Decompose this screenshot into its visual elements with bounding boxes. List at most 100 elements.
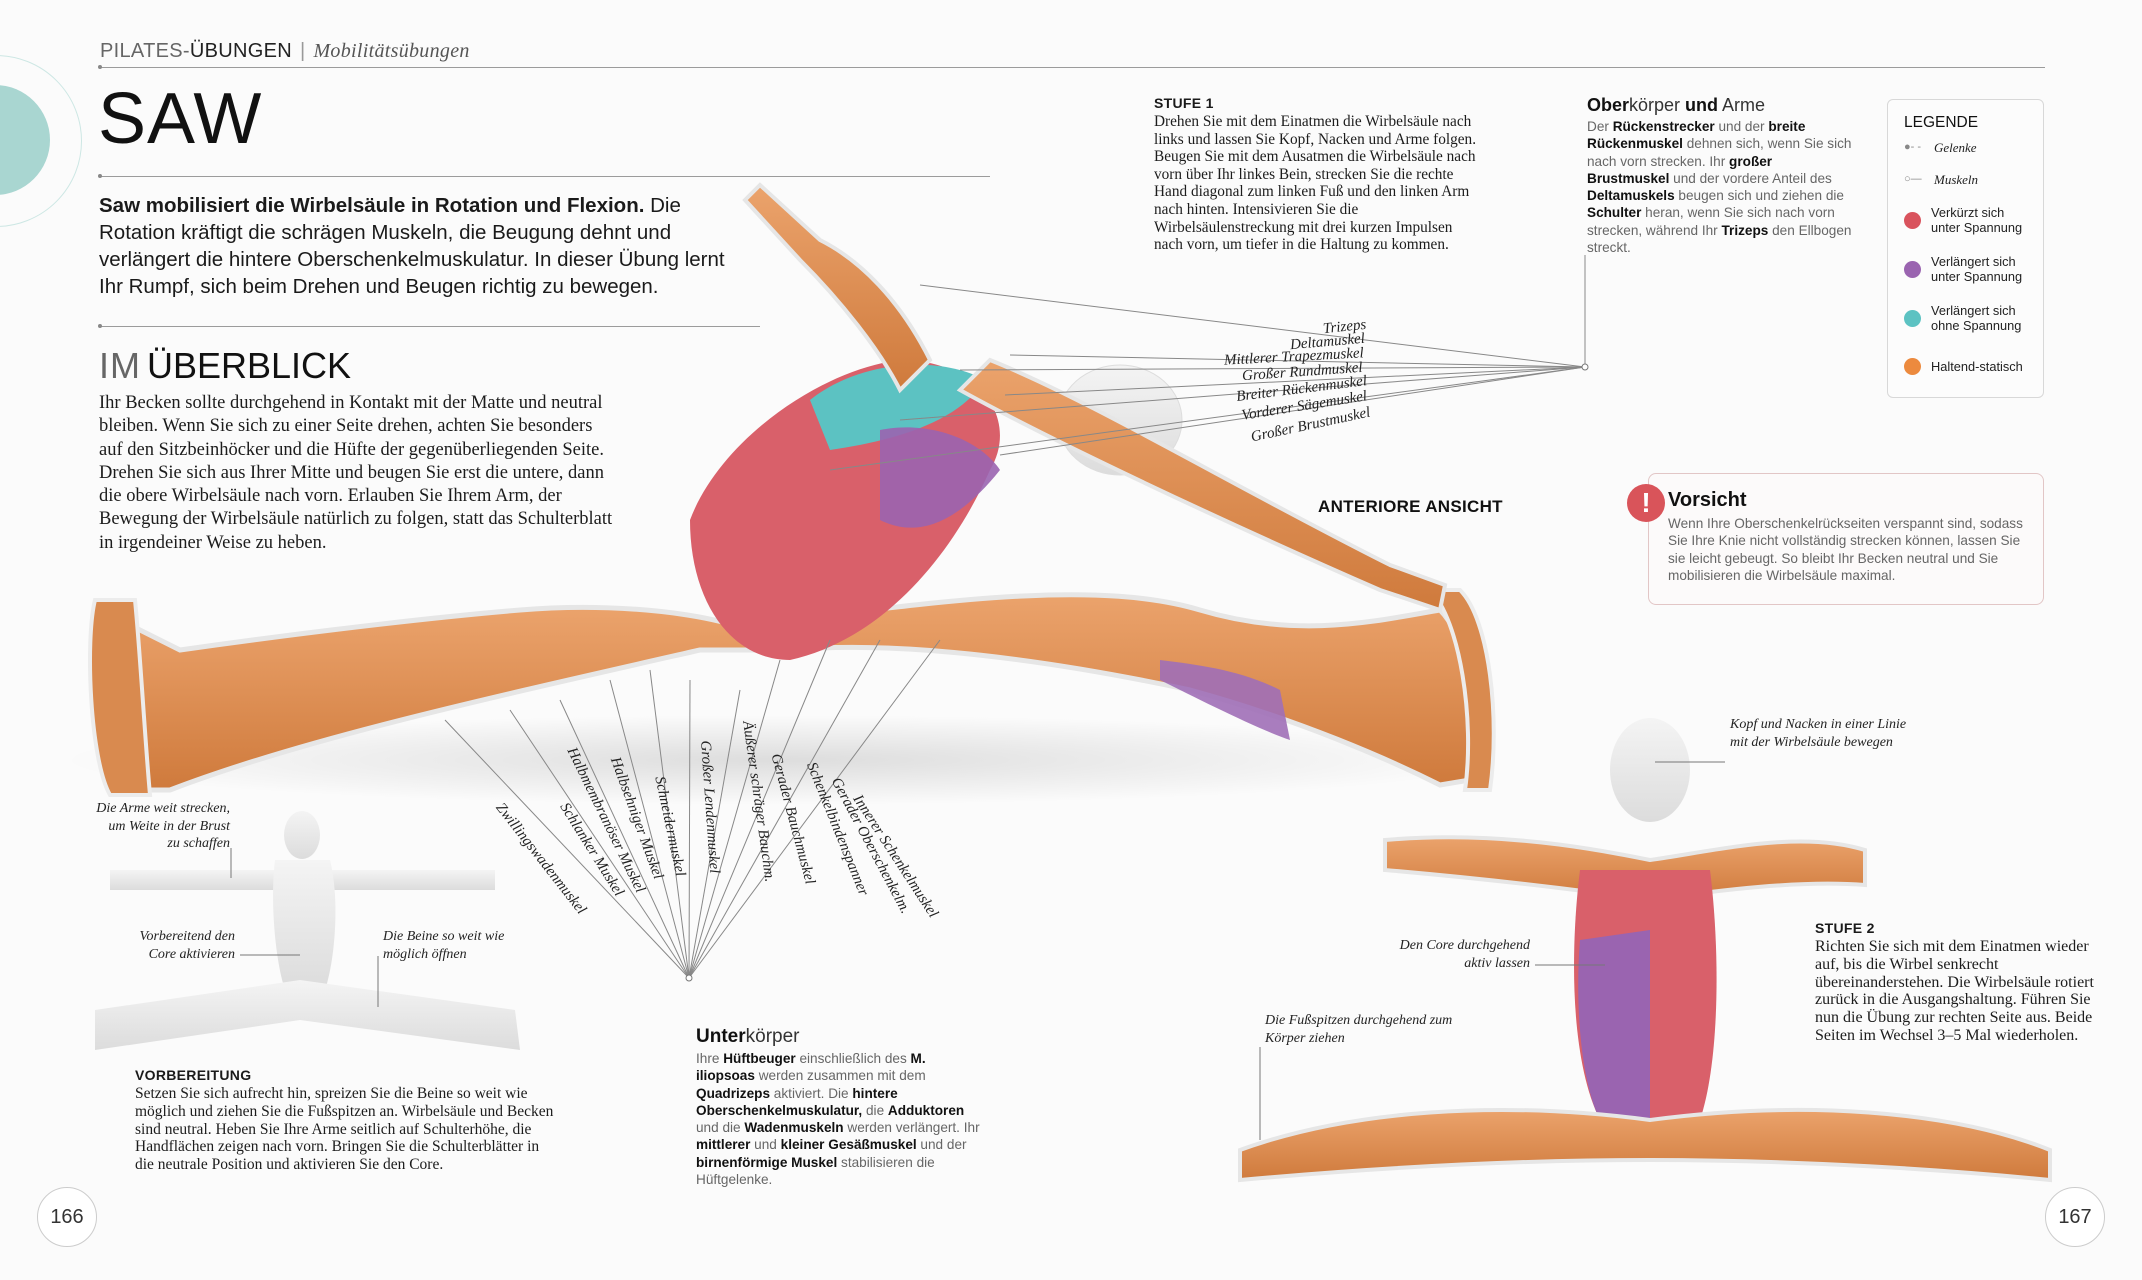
- text-run: beugen sich und ziehen die: [1674, 188, 1844, 204]
- callout-leaders: [230, 761, 1725, 1140]
- text-run: Ihre: [696, 1051, 724, 1066]
- text-run: werden zusammen mit dem: [754, 1068, 926, 1084]
- upper-body-info: Oberkörper und Arme Der Rückenstrecker u…: [1587, 95, 1852, 256]
- text-run: dehnen sich, wenn Sie sich nach vorn str…: [1587, 136, 1852, 169]
- main-saw-figure: [60, 182, 1500, 805]
- legend-item-label: Verkürzt sich unter Spannung: [1931, 205, 2023, 235]
- prep-callout-arms: Die Arme weit strecken, um Weite in der …: [96, 801, 230, 851]
- text-run: werden verlängert. Ihr: [843, 1120, 980, 1136]
- emphasized-term: Schulter: [1587, 205, 1642, 221]
- legend-muscles: ○— Muskeln: [1904, 172, 1978, 187]
- text-run: und der: [916, 1137, 967, 1153]
- emphasized-term: Rückenstrecker: [1612, 119, 1715, 134]
- legend-item: Verlängert sich ohne Spannung: [1904, 303, 2031, 333]
- upper-body-title: Oberkörper und Arme: [1587, 95, 1852, 116]
- prep-callout-core: Vorbereitend den Core aktivieren: [139, 929, 235, 962]
- prep-callout-legs: Die Beine so weit wie möglich öffnen: [383, 929, 505, 962]
- caution-text: Wenn Ihre Oberschenkelrückseiten verspan…: [1668, 516, 2023, 583]
- legend: LEGENDE ●- -Gelenke ○— Muskeln Verkürzt s…: [1887, 99, 2044, 398]
- text-run: heran, wenn Sie sich nach vorn strecken,…: [1587, 205, 1835, 238]
- preparation-text: Setzen Sie sich aufrecht hin, spreizen S…: [135, 1085, 554, 1174]
- section-label: PILATES-: [100, 40, 190, 62]
- page-number-right: 167: [2045, 1187, 2105, 1247]
- text-run: einschließlich des: [795, 1051, 911, 1066]
- emphasized-term: birnenförmige Muskel: [696, 1154, 838, 1170]
- text-run: und die: [696, 1120, 745, 1136]
- overview-text: Ihr Becken sollte durchgehend in Kontakt…: [99, 393, 613, 553]
- emphasized-term: M. iliopsoas: [696, 1051, 926, 1084]
- subsection-label: Mobilitätsübungen: [313, 40, 470, 62]
- title-part: körper: [745, 1026, 800, 1047]
- preparation-figure: [95, 811, 520, 1050]
- emphasized-term: hintere Oberschenkelmuskulatur,: [696, 1085, 898, 1118]
- page-title: SAW: [98, 79, 263, 159]
- step2-block: STUFE 2 Richten Sie sich mit dem Einatme…: [1815, 920, 2105, 1045]
- legend-item: Verkürzt sich unter Spannung: [1904, 205, 2031, 235]
- emphasized-term: Wadenmuskeln: [744, 1120, 844, 1136]
- title-part: Unter: [696, 1026, 746, 1047]
- emphasized-term: Deltamuskels: [1587, 188, 1675, 204]
- step2-figure: [1238, 718, 2052, 1183]
- joint-marker-icon: ●- -: [1904, 141, 1922, 153]
- lower-body-title: Unterkörper: [696, 1026, 981, 1048]
- intro-paragraph: Saw mobilisiert die Wirbelsäule in Rotat…: [99, 192, 729, 300]
- step1-title: STUFE 1: [1154, 95, 1214, 111]
- overview-heading-light: IM: [99, 345, 141, 386]
- lower-leader-lines: [444, 639, 941, 979]
- color-swatch-icon: [1904, 211, 1921, 229]
- title-rule: [98, 174, 990, 178]
- caution-box: [1648, 473, 2044, 605]
- intro-rule: [98, 324, 760, 328]
- step2-callout-core: Den Core durchgehend aktiv lassen: [1399, 938, 1530, 971]
- emphasized-term: großer Brustmuskel: [1587, 153, 1773, 186]
- step2-callout-feet: Die Fußspitzen durchgehend zum Körper zi…: [1265, 1013, 1453, 1046]
- upper-leader-hub: [1581, 363, 1589, 371]
- lower-body-info: Unterkörper Ihre Hüftbeuger einschließli…: [696, 1026, 981, 1188]
- emphasized-term: Hüftbeuger: [723, 1051, 796, 1066]
- legend-muscles-label: Muskeln: [1934, 172, 1979, 187]
- preparation-block: VORBEREITUNG Setzen Sie sich aufrecht hi…: [135, 1067, 555, 1174]
- step1-text: Drehen Sie mit dem Einatmen die Wirbelsä…: [1154, 113, 1477, 254]
- lower-leader-hub: [685, 974, 693, 982]
- text-run: und: [750, 1137, 781, 1153]
- emphasized-term: Trizeps: [1721, 222, 1769, 238]
- legend-item: Haltend-statisch: [1904, 358, 2031, 375]
- step2-callout-head: Kopf und Nacken in einer Linie mit der W…: [1730, 717, 1907, 750]
- text-run: aktiviert. Die: [770, 1085, 853, 1101]
- emphasized-term: mittlerer: [696, 1137, 751, 1153]
- emphasized-term: kleiner Gesäßmuskel: [780, 1137, 917, 1153]
- header-separator: |: [299, 40, 306, 62]
- title-part: und: [1685, 95, 1719, 115]
- color-swatch-icon: [1904, 309, 1921, 327]
- warning-icon: !: [1627, 484, 1665, 522]
- title-part: Arme: [1718, 95, 1766, 115]
- color-swatch-icon: [1904, 358, 1921, 375]
- muscle-marker-icon: ○—: [1904, 173, 1922, 185]
- title-part: körper: [1629, 95, 1686, 115]
- intro-text: Die Rotation kräftigt die schrägen Muske…: [99, 194, 725, 298]
- header-rule: [98, 65, 2045, 69]
- legend-item-label: Verlängert sich unter Spannung: [1931, 254, 2023, 284]
- legend-title: LEGENDE: [1904, 114, 1979, 131]
- upper-leader-lines: [829, 255, 1586, 471]
- text-run: den Ellbogen streckt.: [1587, 222, 1852, 256]
- text-run: und der vordere Anteil des: [1669, 170, 1832, 186]
- step1-block: STUFE 1 Drehen Sie mit dem Einatmen die …: [1154, 95, 1484, 254]
- emphasized-term: Adduktoren: [887, 1102, 965, 1118]
- text-run: Der: [1587, 119, 1613, 134]
- step2-text: Richten Sie sich mit dem Einatmen wieder…: [1815, 938, 2094, 1044]
- text-run: die: [862, 1102, 888, 1118]
- caution-title: Vorsicht: [1668, 489, 1747, 511]
- title-part: Ober: [1587, 95, 1630, 115]
- legend-joints: ●- -Gelenke: [1904, 140, 1977, 155]
- view-label: ANTERIORE ANSICHT: [1318, 497, 1503, 516]
- text-run: stabilisieren die Hüftgelenke.: [696, 1154, 935, 1188]
- intro-lead: Saw mobilisiert die Wirbelsäule in Rotat…: [99, 194, 645, 217]
- step2-title: STUFE 2: [1815, 920, 1875, 936]
- page-number-left: 166: [37, 1187, 97, 1247]
- text-run: und der: [1714, 119, 1769, 134]
- legend-item-label: Haltend-statisch: [1931, 359, 2023, 374]
- overview-heading-bold: ÜBERBLICK: [147, 345, 352, 386]
